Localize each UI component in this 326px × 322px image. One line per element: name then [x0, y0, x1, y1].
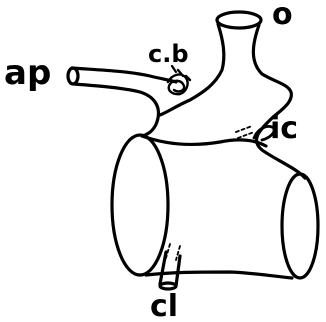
label-cl: cl: [150, 289, 178, 322]
body-right-opening: [282, 174, 318, 278]
artery-branch-opening: [68, 68, 78, 84]
label-cb: c.b: [148, 40, 189, 68]
body-top-wall: [142, 136, 266, 146]
diagram-strokes: [68, 12, 318, 289]
carotid-body-mark: [168, 70, 190, 94]
artery-branch-upper-wall: [72, 68, 176, 82]
label-ap: ap: [4, 53, 51, 93]
artery-branch-lower-wall: [74, 84, 158, 136]
aorta-opening: [217, 12, 261, 28]
cl-dashed-guide: [166, 244, 180, 260]
label-ic: ic: [270, 111, 298, 146]
body-left-opening: [112, 135, 168, 275]
vessel-right-wall: [253, 25, 305, 178]
vessel-left-wall: [160, 24, 224, 115]
ic-dashed-guide: [236, 126, 254, 138]
label-o: o: [272, 0, 293, 32]
body-bottom-wall: [146, 272, 292, 278]
